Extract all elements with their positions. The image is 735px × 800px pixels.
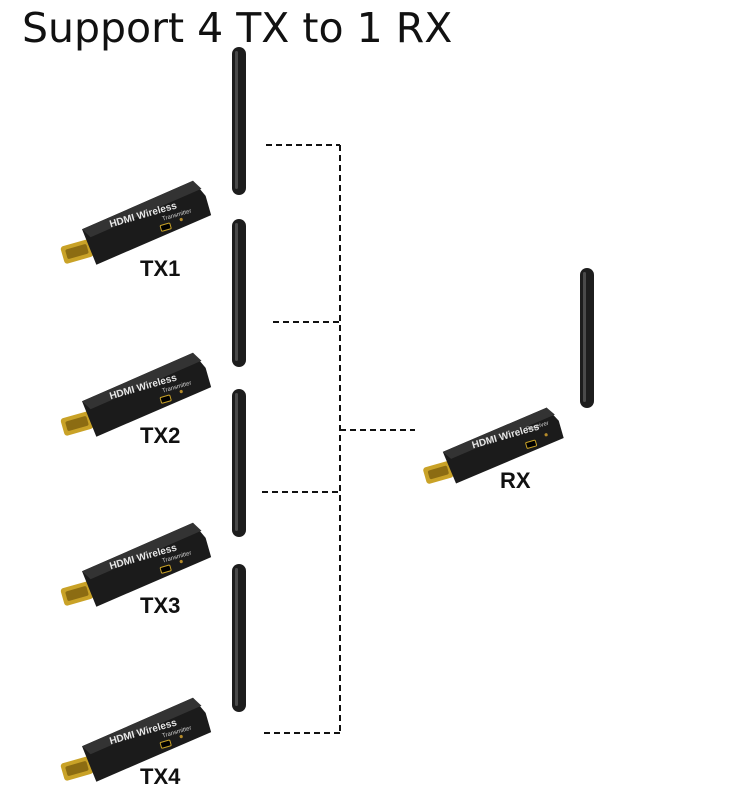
antenna	[232, 564, 246, 712]
tx3-device: HDMI Wireless Transmitter	[60, 389, 246, 607]
usb-port-icon	[525, 439, 538, 449]
led-icon	[179, 734, 183, 739]
led-icon	[179, 559, 183, 564]
usb-port-icon	[159, 222, 172, 232]
antenna	[232, 47, 246, 195]
rx-label: RX	[500, 468, 531, 493]
diagram-title: Support 4 TX to 1 RX	[22, 4, 453, 52]
led-icon	[179, 217, 183, 222]
usb-port-icon	[159, 564, 172, 574]
tx4-label: TX4	[140, 764, 181, 789]
tx4-device: HDMI Wireless Transmitter	[60, 564, 246, 782]
usb-port-icon	[159, 394, 172, 404]
tx3-label: TX3	[140, 593, 181, 618]
tx1-device: HDMI Wireless Transmitter	[60, 47, 246, 265]
tx1-label: TX1	[140, 256, 181, 281]
led-icon	[179, 389, 183, 394]
led-icon	[544, 433, 548, 437]
tx2-device: HDMI Wireless Transmitter	[60, 219, 246, 437]
tx2-label: TX2	[140, 423, 181, 448]
antenna	[580, 268, 594, 408]
antenna	[232, 219, 246, 367]
rx-device: HDMI Wireless Receiver	[423, 268, 594, 484]
usb-port-icon	[159, 739, 172, 749]
antenna	[232, 389, 246, 537]
